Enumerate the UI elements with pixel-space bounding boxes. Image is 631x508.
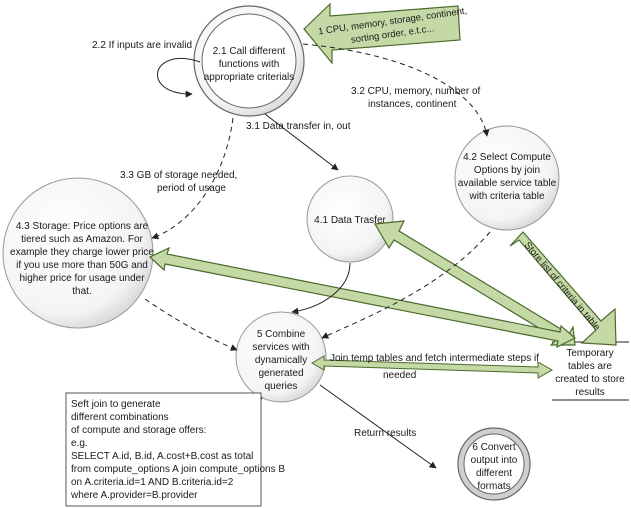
process-2-1-label-2: functions with [219,59,280,70]
note-line-1: Seft join to generate [71,399,161,410]
label-3-3-line-2: period of usage [157,183,226,194]
label-3-3-line-1: 3.3 GB of storage needed, [120,170,237,181]
label-join-line-1: Join temp tables and fetch intermediate … [330,353,539,364]
process-5-label-2: services with [252,342,309,353]
process-4-3-label-2: tiered such as Amazon. For [21,234,143,245]
data-store-temporary-tables: Temporary tables are created to store re… [552,341,629,401]
process-6: 6 Convert output into different formats [457,427,531,501]
note-line-8: where A.provider=B.provider [70,490,198,501]
process-4-2-label-4: with criteria table [468,191,544,202]
process-4-2: 4.2 Select Compute Options by join avail… [454,125,560,231]
process-6-label-2: output into [471,455,518,466]
arrow-3-2 [302,43,490,137]
note-line-5: SELECT A.id, B.id, A.cost+B.cost as tota… [71,451,253,462]
arrow-return-results [319,384,437,469]
double-arrow-5-to-store [311,355,554,379]
process-6-label-4: formats [477,481,510,492]
process-2-1: 2.1 Call different functions with approp… [193,5,305,117]
process-4-3-label-5: higher price for usage under [19,273,145,284]
process-5-label-5: queries [265,381,298,392]
sql-note: Seft join to generate different combinat… [65,392,285,507]
store-label-1: Temporary [566,348,613,359]
note-line-2: different combinations [71,412,169,423]
input-block-arrow: 1 CPU, memory, storage, continent, sorti… [303,2,468,65]
double-arrow-4-1-to-store [374,220,576,346]
process-4-2-label-2: Options by join [474,165,540,176]
process-4-2-label-3: available service table [458,178,557,189]
process-6-label-3: different [476,468,512,479]
process-4-3: 4.3 Storage: Price options are tiered su… [2,177,154,329]
process-5-label-1: 5 Combine [257,329,306,340]
label-3-2-line-1: 3.2 CPU, memory, number of [351,86,481,97]
note-line-3: of compute and storage offers: [71,425,206,436]
store-label-4: results [575,387,604,398]
process-4-1: 4.1 Data Trasfer [306,175,394,263]
process-4-1-label: 4.1 Data Trasfer [314,215,386,226]
label-3-1: 3.1 Data transfer in, out [246,121,351,132]
label-join-line-2: needed [383,370,416,381]
note-line-4: e.g. [71,438,88,449]
store-label-3: created to store [555,374,625,385]
label-3-2-line-2: instances, continent [368,99,457,110]
process-5: 5 Combine services with dynamically gene… [235,311,327,403]
arrow-4-3-to-5 [144,298,238,351]
arrow-4-1-to-5 [291,262,351,315]
note-line-6: from compute_options A join compute_opti… [71,464,285,475]
store-label-2: tables are [568,361,612,372]
process-5-label-3: dynamically [255,355,307,366]
process-6-label-1: 6 Convert [472,442,516,453]
process-4-3-label-6: that. [72,286,91,297]
process-4-3-label-4: if you use more than 50G and [16,260,148,271]
arrow-3-3 [151,117,234,240]
process-2-1-label-3: appropriate criterials [204,72,295,83]
arrow-2-2-loop [156,57,201,98]
label-2-2: 2.2 If inputs are invalid [92,40,192,51]
note-line-7: on A.criteria.id=1 AND B.criteria.id=2 [71,477,234,488]
arrow-3-1 [264,113,339,171]
process-4-2-label-1: 4.2 Select Compute [463,152,551,163]
process-4-3-label-1: 4.3 Storage: Price options are [16,221,149,232]
label-return-results: Return results [354,428,416,439]
arrow-4-2-to-5 [321,231,491,339]
process-4-3-label-3: example they charge lower price [10,247,154,258]
process-2-1-label-1: 2.1 Call different [213,46,286,57]
double-arrow-4-3-to-store [148,246,577,349]
process-5-label-4: generated [258,368,303,379]
